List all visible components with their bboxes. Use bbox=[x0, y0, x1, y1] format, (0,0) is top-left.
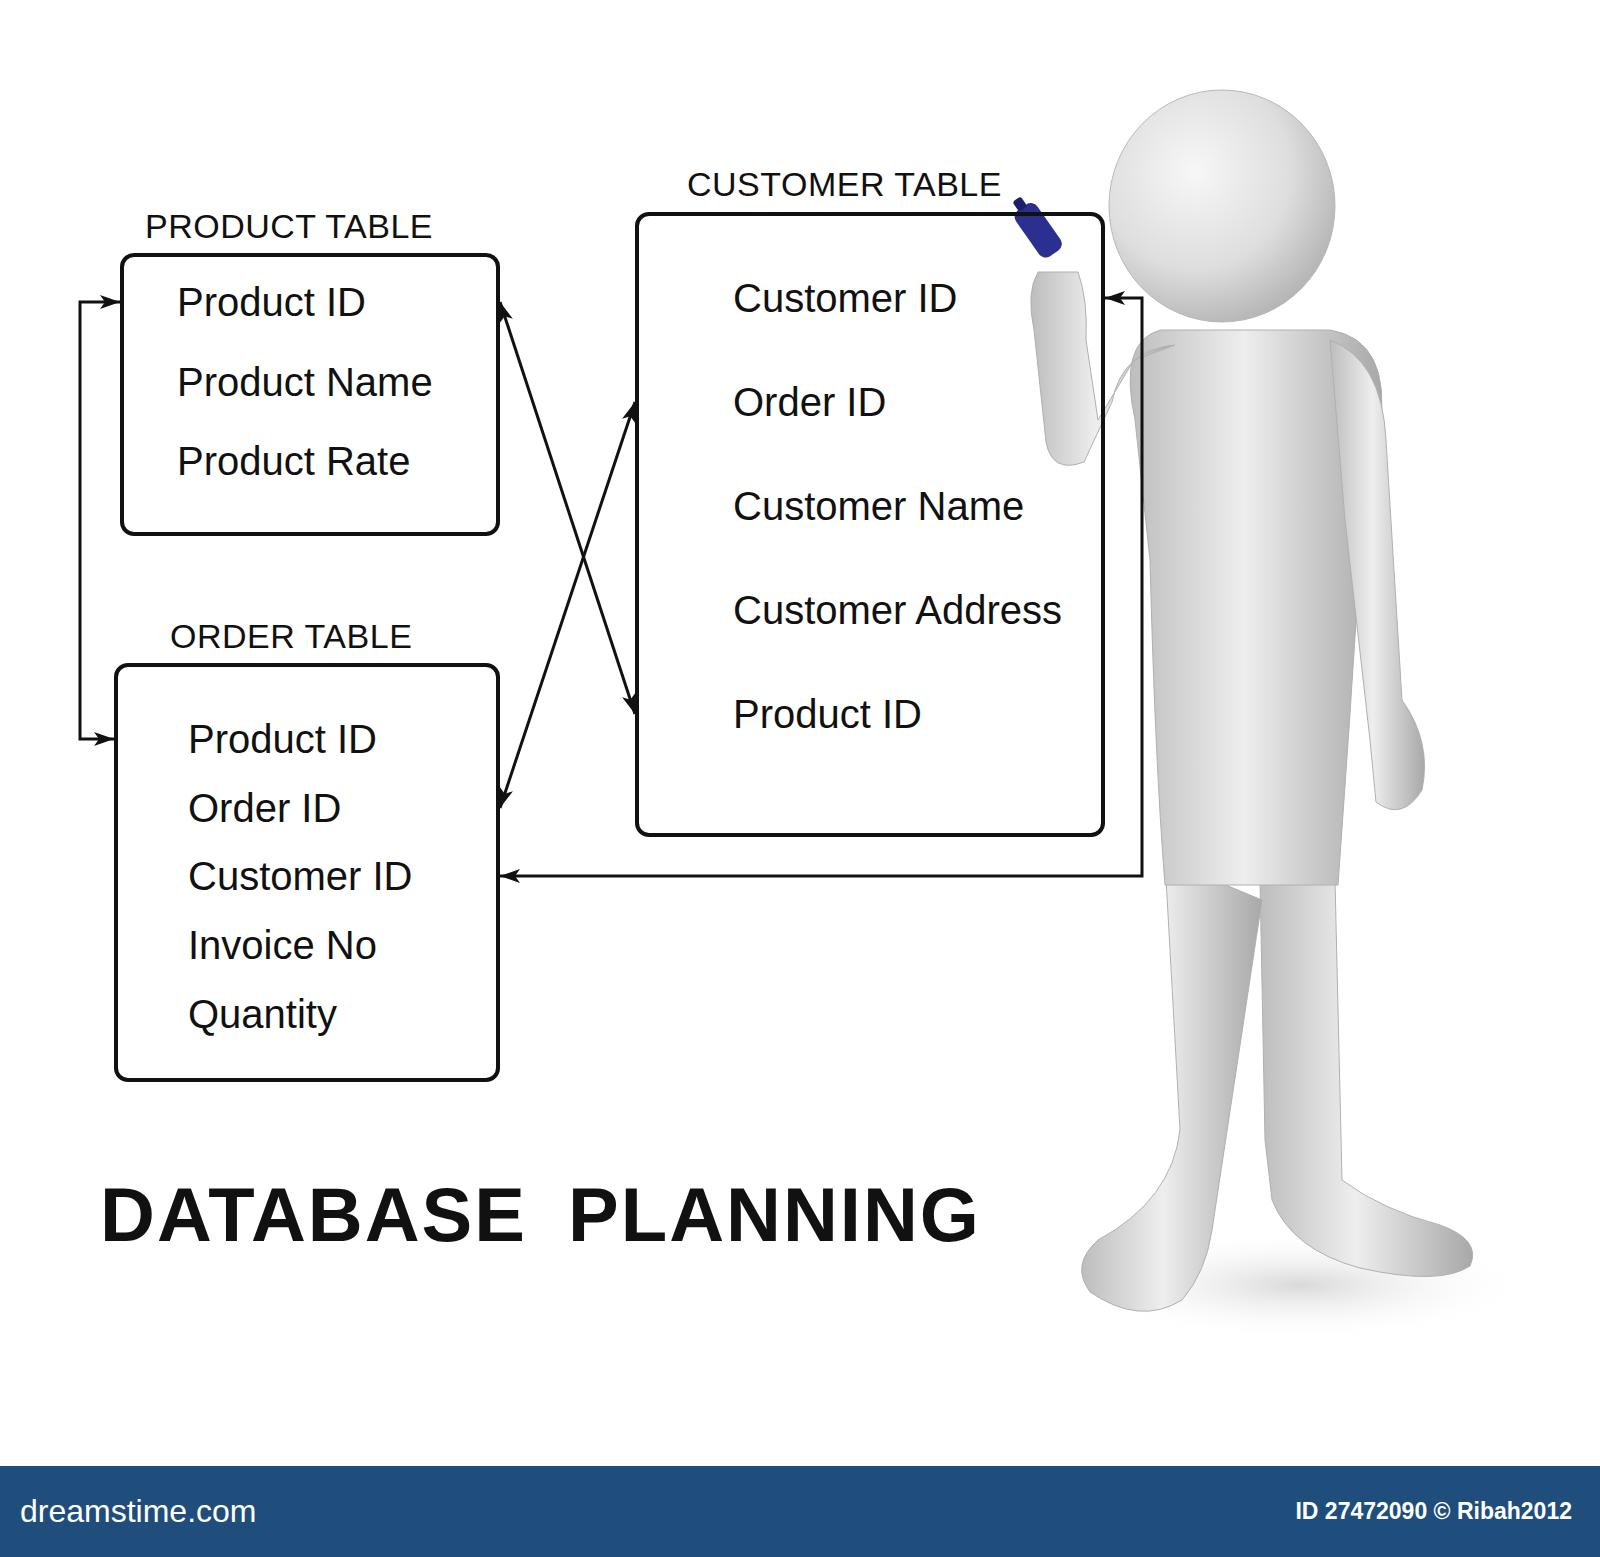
marker-tip bbox=[1012, 196, 1027, 212]
field-name: Order ID bbox=[733, 378, 886, 426]
watermark-label: ID 27472090 © Ribah2012 bbox=[1295, 1498, 1572, 1525]
person-head bbox=[1109, 90, 1335, 322]
field-name: Product Rate bbox=[177, 437, 410, 485]
field-name: Customer Name bbox=[733, 482, 1024, 530]
marker-pen bbox=[1006, 192, 1065, 261]
relation-arrow bbox=[500, 402, 635, 808]
relation-arrow bbox=[500, 302, 635, 714]
table-heading: PRODUCT TABLE bbox=[145, 206, 433, 247]
field-name: Product ID bbox=[188, 715, 377, 763]
table-box: ORDER TABLEProduct IDOrder IDCustomer ID… bbox=[114, 663, 500, 1082]
relation-arrow bbox=[500, 298, 1142, 876]
table-heading: CUSTOMER TABLE bbox=[687, 164, 1002, 205]
table-box: CUSTOMER TABLECustomer IDOrder IDCustome… bbox=[635, 212, 1105, 837]
field-name: Order ID bbox=[188, 784, 341, 832]
person-arm bbox=[1330, 340, 1425, 810]
field-name: Invoice No bbox=[188, 921, 377, 969]
field-name: Customer ID bbox=[733, 274, 958, 322]
field-name: Customer ID bbox=[188, 852, 413, 900]
person-leg bbox=[1260, 880, 1473, 1277]
field-name: Customer Address bbox=[733, 586, 1062, 634]
diagram-title: DATABASE PLANNING bbox=[100, 1171, 981, 1258]
field-name: Product Name bbox=[177, 358, 433, 406]
watermark-label: dreamstime.com bbox=[20, 1493, 257, 1530]
person-leg bbox=[1082, 860, 1262, 1311]
field-name: Quantity bbox=[188, 990, 337, 1038]
field-name: Product ID bbox=[733, 690, 922, 738]
table-box: PRODUCT TABLEProduct IDProduct NameProdu… bbox=[120, 253, 500, 536]
table-heading: ORDER TABLE bbox=[170, 616, 412, 657]
field-name: Product ID bbox=[177, 278, 366, 326]
